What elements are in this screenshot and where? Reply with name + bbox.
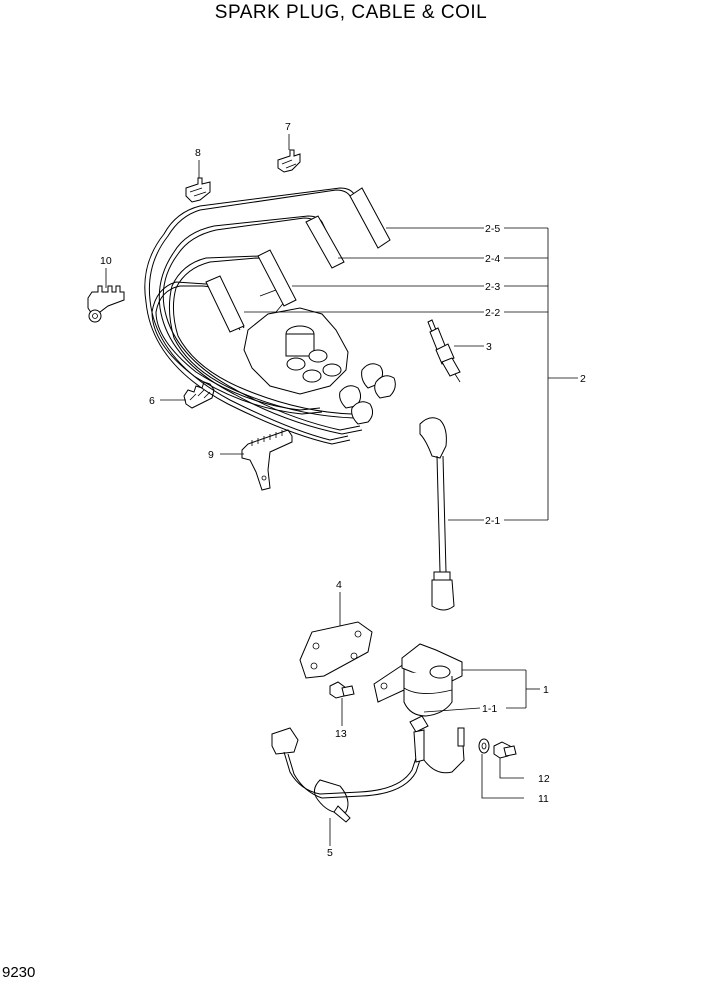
- part-8-cable-clip: [185, 177, 211, 203]
- callout-2: 2: [580, 373, 586, 385]
- part-4-plate: [299, 621, 373, 679]
- callout-2-5: 2-5: [485, 223, 500, 235]
- callout-8: 8: [195, 147, 201, 159]
- callout-6: 6: [149, 395, 155, 407]
- callout-12: 12: [538, 773, 550, 785]
- part-3-spark-plug: [427, 319, 461, 383]
- part-1-ignition-coil: [373, 643, 463, 717]
- part-2-1-coil-cable: [419, 417, 455, 611]
- diagram-title: SPARK PLUG, CABLE & COIL: [214, 2, 488, 23]
- page-number: 9230: [2, 964, 36, 981]
- part-5-wiring-harness: [271, 715, 465, 823]
- distributor-cap: [243, 289, 349, 395]
- callout-11: 11: [538, 793, 549, 805]
- callout-9: 9: [208, 449, 214, 461]
- callout-2-2: 2-2: [485, 307, 500, 319]
- callout-2-3: 2-3: [485, 281, 500, 293]
- part-7-cable-clip: [277, 149, 301, 173]
- callout-2-4: 2-4: [485, 253, 500, 265]
- part-10-cable-holder: [87, 285, 125, 323]
- part-9-bracket: [241, 429, 293, 491]
- part-12-bolt: [493, 741, 517, 759]
- callout-4: 4: [336, 579, 342, 591]
- callout-2-1: 2-1: [485, 515, 500, 527]
- part-11-washer: [478, 738, 490, 754]
- part-6-cable-separator: [183, 381, 215, 409]
- callout-5: 5: [327, 847, 333, 859]
- callout-1: 1: [543, 684, 549, 696]
- callout-1-1: 1-1: [482, 703, 497, 715]
- callout-13: 13: [335, 728, 347, 740]
- callout-7: 7: [285, 121, 291, 133]
- callout-3: 3: [486, 341, 492, 353]
- ignition-cable-set: [144, 187, 396, 445]
- part-13-bolt: [329, 681, 355, 699]
- callout-10: 10: [100, 255, 112, 267]
